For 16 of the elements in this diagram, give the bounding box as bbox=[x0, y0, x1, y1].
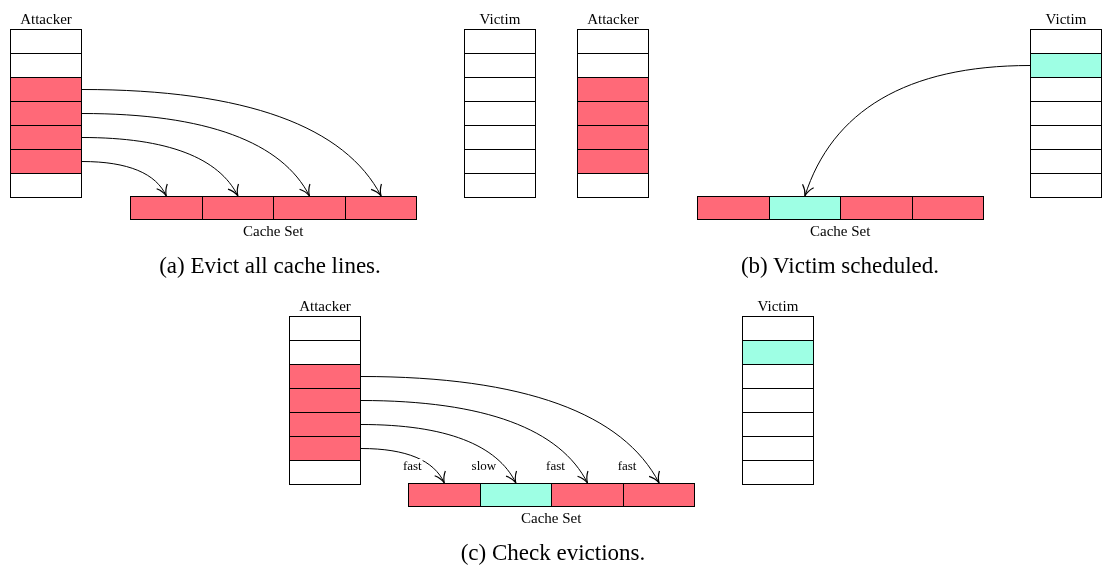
column-label: Attacker bbox=[586, 10, 640, 28]
cache-set-label: Cache Set bbox=[809, 222, 872, 240]
edge-label: slow bbox=[470, 459, 498, 473]
column-label: Attacker bbox=[19, 10, 73, 28]
edge-label: fast bbox=[545, 459, 566, 473]
column-label: Attacker bbox=[298, 297, 352, 315]
edge-label: fast bbox=[616, 459, 638, 473]
subfigure-caption: (a) Evict all cache lines. bbox=[159, 253, 381, 279]
subfigure-caption: (b) Victim scheduled. bbox=[740, 253, 940, 279]
cache-set-label: Cache Set bbox=[520, 509, 583, 527]
subfigure-caption: (c) Check evictions. bbox=[460, 540, 646, 566]
column-label: Victim bbox=[1044, 10, 1088, 28]
cache-set-label: Cache Set bbox=[242, 222, 305, 240]
column-label: Victim bbox=[478, 10, 522, 28]
edge-label: fast bbox=[401, 459, 423, 473]
column-label: Victim bbox=[756, 297, 800, 315]
